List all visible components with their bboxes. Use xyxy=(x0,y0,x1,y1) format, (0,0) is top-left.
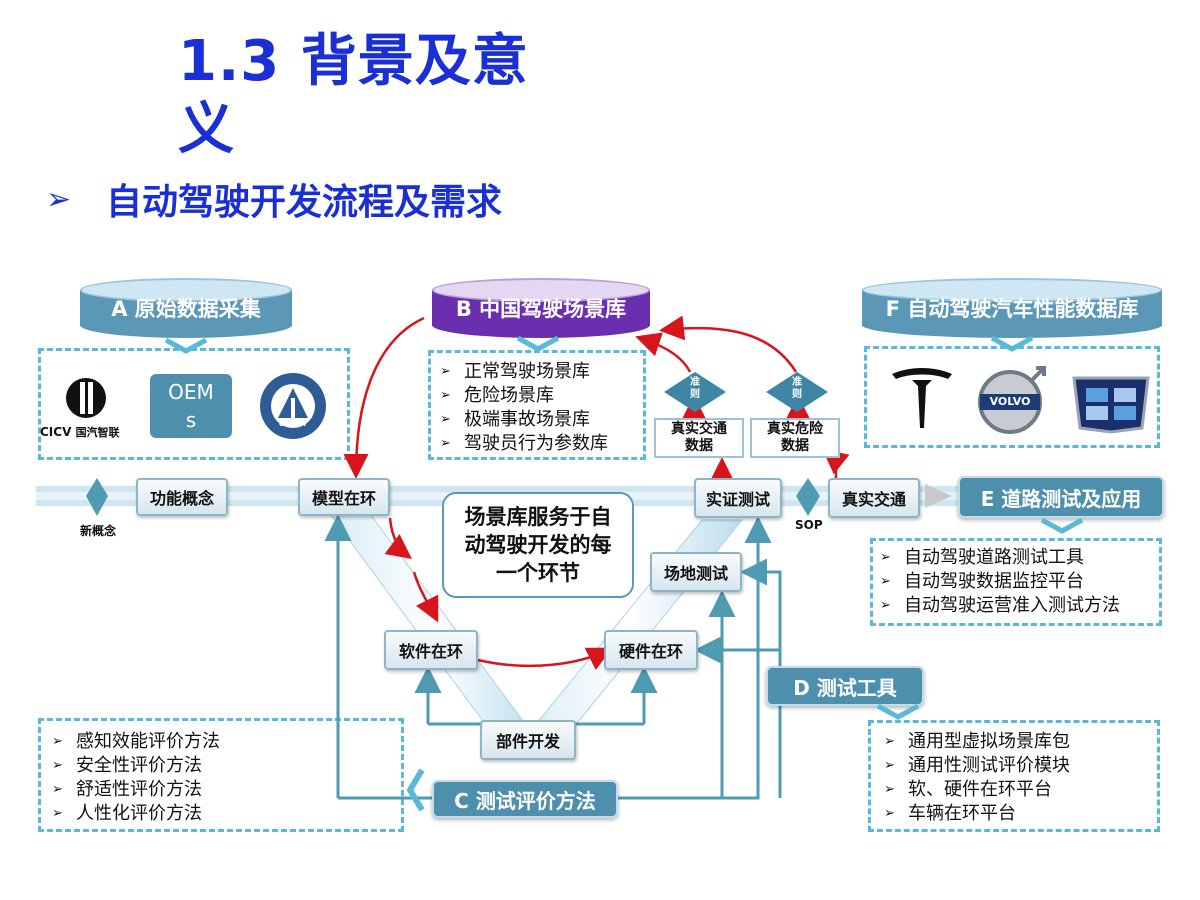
list-item: ➢自动驾驶运营准入测试方法 xyxy=(880,595,1120,616)
criterion-diamond-1: 准则 xyxy=(664,372,726,412)
list-item: ➢自动驾驶道路测试工具 xyxy=(880,547,1084,568)
real-danger-data-box: 真实危险数据 xyxy=(750,418,840,458)
oems-badge: OEMs xyxy=(150,374,232,438)
list-item: ➢通用型虚拟场景库包 xyxy=(884,731,1070,752)
list-item: ➢极端事故场景库 xyxy=(440,409,590,430)
sop-label: SOP xyxy=(795,518,823,532)
caeri-text: CAERI xyxy=(278,420,308,428)
component-dev-node: 部件开发 xyxy=(480,720,576,760)
bullet-arrow-icon: ➢ xyxy=(440,412,451,427)
chevron-down-icon xyxy=(990,336,1034,352)
geely-logo xyxy=(1072,376,1150,434)
subtitle-arrow-icon: ➢ xyxy=(46,181,72,217)
tag-e: E 道路测试及应用 xyxy=(958,476,1164,518)
list-item: ➢安全性评价方法 xyxy=(52,755,202,776)
bullet-arrow-icon: ➢ xyxy=(52,734,63,749)
list-item: ➢危险场景库 xyxy=(440,385,554,406)
section-e-list: ➢自动驾驶道路测试工具 ➢自动驾驶数据监控平台 ➢自动驾驶运营准入测试方法 xyxy=(880,546,1160,618)
field-test-node: 场地测试 xyxy=(650,552,742,592)
function-concept-node: 功能概念 xyxy=(136,478,228,516)
section-c-box xyxy=(38,718,404,832)
list-item: ➢通用性测试评价模块 xyxy=(884,755,1070,776)
database-f: F 自动驾驶汽车性能数据库 xyxy=(862,278,1162,340)
list-item: ➢感知效能评价方法 xyxy=(52,731,220,752)
chevron-down-icon xyxy=(516,336,560,352)
page-title: 1.3 背景及意义 xyxy=(178,29,529,162)
diamond-icon xyxy=(766,372,828,412)
section-e-box xyxy=(870,538,1162,626)
caeri-logo xyxy=(260,373,326,439)
real-traffic-data-box: 真实交通数据 xyxy=(654,418,744,458)
chevron-down-icon xyxy=(876,704,920,720)
list-item: ➢人性化评价方法 xyxy=(52,803,202,824)
bullet-arrow-icon: ➢ xyxy=(880,598,891,613)
bullet-arrow-icon: ➢ xyxy=(52,782,63,797)
database-b-label: B 中国驾驶场景库 xyxy=(455,297,627,321)
volvo-text: VOLVO xyxy=(989,395,1031,408)
bullet-arrow-icon: ➢ xyxy=(440,436,451,451)
tesla-logo xyxy=(892,368,952,428)
tag-c: C 测试评价方法 xyxy=(432,780,618,818)
list-item: ➢舒适性评价方法 xyxy=(52,779,202,800)
list-item: ➢正常驾驶场景库 xyxy=(440,361,590,382)
page-subtitle: 自动驾驶开发流程及需求 xyxy=(106,182,503,223)
section-b-list: ➢正常驾驶场景库 ➢危险场景库 ➢极端事故场景库 ➢驾驶员行为参数库 xyxy=(440,360,646,456)
diamond-icon xyxy=(664,372,726,412)
real-traffic-node: 真实交通 xyxy=(828,478,920,518)
new-concept-label: 新概念 xyxy=(80,524,117,538)
center-note: 场景库服务于自动驾驶开发的每一个环节 xyxy=(442,492,634,598)
cicv-logo: CICV 国汽智联 xyxy=(40,374,132,440)
database-b: B 中国驾驶场景库 xyxy=(432,278,650,340)
bullet-arrow-icon: ➢ xyxy=(52,758,63,773)
volvo-emblem-icon xyxy=(978,366,1046,434)
bullet-arrow-icon: ➢ xyxy=(440,388,451,403)
list-item: ➢驾驶员行为参数库 xyxy=(440,433,608,454)
chevron-down-icon xyxy=(164,338,208,354)
cicv-mark-icon xyxy=(66,378,106,418)
cicv-text: CICV xyxy=(40,425,72,439)
section-b-box xyxy=(428,350,646,460)
subtitle-row: ➢ 自动驾驶开发流程及需求 xyxy=(46,174,502,224)
criterion-diamond-2: 准则 xyxy=(766,372,828,412)
bullet-arrow-icon: ➢ xyxy=(884,806,895,821)
hardware-in-loop-node: 硬件在环 xyxy=(604,630,698,670)
chevron-down-icon xyxy=(1040,518,1084,534)
software-in-loop-node: 软件在环 xyxy=(384,630,478,670)
chevron-left-icon xyxy=(406,768,425,812)
tag-d: D 测试工具 xyxy=(766,666,924,706)
database-a: A 原始数据采集 xyxy=(80,278,292,340)
model-in-loop-node: 模型在环 xyxy=(298,478,390,516)
database-a-label: A 原始数据采集 xyxy=(111,297,261,321)
cicv-cn-text: 国汽智联 xyxy=(75,426,120,439)
database-f-label: F 自动驾驶汽车性能数据库 xyxy=(885,297,1139,321)
section-d-box xyxy=(868,720,1160,832)
section-d-list: ➢通用型虚拟场景库包 ➢通用性测试评价模块 ➢软、硬件在环平台 ➢车辆在环平台 xyxy=(884,730,1154,826)
section-c-list: ➢感知效能评价方法 ➢安全性评价方法 ➢舒适性评价方法 ➢人性化评价方法 xyxy=(52,730,352,826)
bullet-arrow-icon: ➢ xyxy=(440,364,451,379)
list-item: ➢车辆在环平台 xyxy=(884,803,1016,824)
list-item: ➢软、硬件在环平台 xyxy=(884,779,1052,800)
bullet-arrow-icon: ➢ xyxy=(884,734,895,749)
bullet-arrow-icon: ➢ xyxy=(880,574,891,589)
bullet-arrow-icon: ➢ xyxy=(884,758,895,773)
oems-text: OEMs xyxy=(168,380,214,432)
bullet-arrow-icon: ➢ xyxy=(884,782,895,797)
list-item: ➢自动驾驶数据监控平台 xyxy=(880,571,1084,592)
validation-test-node: 实证测试 xyxy=(694,478,782,518)
bullet-arrow-icon: ➢ xyxy=(880,550,891,565)
bullet-arrow-icon: ➢ xyxy=(52,806,63,821)
volvo-logo: VOLVO xyxy=(976,364,1048,436)
